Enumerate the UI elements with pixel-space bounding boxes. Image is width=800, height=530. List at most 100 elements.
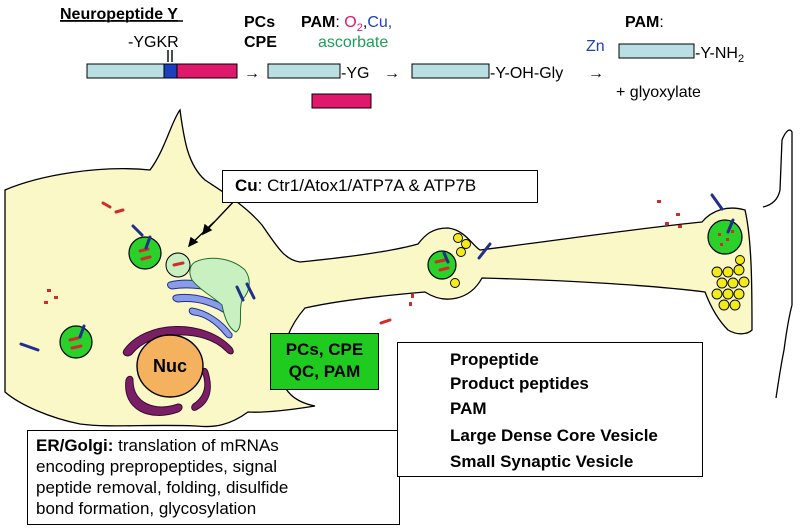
enzymes-line-1: PCs, CPE xyxy=(285,340,364,359)
product-mark xyxy=(657,200,661,203)
product-mark xyxy=(411,294,414,298)
ldcv-soma-2 xyxy=(59,325,93,359)
product-mark xyxy=(665,222,669,225)
ssv xyxy=(738,276,750,288)
pam-mark xyxy=(19,342,40,352)
propeptide-mark xyxy=(101,201,112,209)
propeptide-mark xyxy=(379,318,392,325)
propeptide-mark xyxy=(114,208,125,214)
ldcv-soma-1 xyxy=(128,236,162,270)
pathway-arrow-1: → xyxy=(244,65,260,82)
ygkr-block xyxy=(163,63,178,79)
ldcv-terminal xyxy=(707,219,743,255)
ssv xyxy=(450,278,460,288)
propeptide-mark xyxy=(138,247,150,253)
er-golgi-description: ER/Golgi: translation of mRNAs encoding … xyxy=(27,430,400,525)
er-sheet-2 xyxy=(125,375,183,416)
ssv xyxy=(461,239,471,249)
cu-transport-text: : Ctr1/Atox1/ATP7A & ATP7B xyxy=(257,176,477,195)
ssv xyxy=(456,247,466,257)
cu-transport-label: Cu xyxy=(235,176,258,195)
ssv xyxy=(722,288,734,300)
axon-terminal-outline xyxy=(762,129,793,399)
product-mark xyxy=(726,238,729,241)
cu-arrowhead-2 xyxy=(187,236,199,248)
nucleus-label: Nuc xyxy=(153,356,187,376)
pam-mark xyxy=(78,324,86,339)
ssv-cluster xyxy=(450,233,750,311)
step3-enzyme: PAM: xyxy=(625,14,664,31)
legend-product-peptides: Product peptides xyxy=(450,374,589,393)
nucleus xyxy=(136,334,204,398)
propeptide-mark xyxy=(172,261,185,267)
c-terminal-peptide-bar xyxy=(176,63,238,79)
enzymes-line-2: QC, PAM xyxy=(288,362,361,381)
cu-transport-box: Cu: Ctr1/Atox1/ATP7A & ATP7B xyxy=(222,170,538,203)
product-yg: -YG xyxy=(341,65,369,82)
ssv xyxy=(729,299,741,311)
pam-mark xyxy=(144,235,152,250)
cleaved-peptide-bar xyxy=(311,93,372,109)
product-mark xyxy=(718,233,721,236)
legend: Propeptide Product peptides PAM Large De… xyxy=(397,342,703,477)
propeptide-marks xyxy=(68,201,450,350)
er-golgi-line: bond formation, glycosylation xyxy=(36,499,257,518)
golgi-vesicle-cluster xyxy=(189,257,250,333)
neuron: Nuc xyxy=(4,108,793,428)
enzymes-box: PCs, CPE QC, PAM xyxy=(270,333,379,390)
processing-pathway: Neuropeptide Y -YGKR → PCs CPE -YG PAM: … xyxy=(60,6,744,109)
ssv xyxy=(453,233,463,243)
pathway-arrow-2: → xyxy=(384,65,400,82)
product-mark xyxy=(47,289,51,292)
product-peptide-marks xyxy=(44,200,734,306)
legend-ssv: Small Synaptic Vesicle xyxy=(450,452,634,471)
amidated-bar xyxy=(618,43,695,59)
precursor-bar xyxy=(86,63,165,79)
product-mark xyxy=(409,302,412,306)
ssv xyxy=(711,288,723,300)
ssv xyxy=(733,264,745,276)
ssv xyxy=(722,266,734,278)
product-mark xyxy=(44,301,48,304)
er-golgi-line: encoding prepropeptides, signal xyxy=(36,457,278,476)
legend-propeptide: Propeptide xyxy=(450,350,539,369)
er-golgi-line: peptide removal, folding, disulfide xyxy=(36,478,289,497)
ssv xyxy=(735,255,745,265)
product-mark xyxy=(678,225,682,228)
step2-cofactors: PAM: O2,Cu, xyxy=(301,14,392,34)
ssv xyxy=(711,266,723,278)
pathway-title: Neuropeptide Y xyxy=(60,6,178,23)
ygkr-label: -YGKR xyxy=(128,34,179,51)
step1-enzyme-pcs: PCs xyxy=(244,14,275,31)
er-sheet-1 xyxy=(122,326,234,357)
er-golgi-line: translation of mRNAs xyxy=(113,436,279,455)
pam-mark xyxy=(235,285,245,302)
pam-mark xyxy=(131,224,144,237)
ssv xyxy=(718,299,730,311)
pam-mark xyxy=(726,218,735,234)
step3-zinc: Zn xyxy=(586,38,605,55)
intermediate-bar-2 xyxy=(411,63,490,79)
ssv xyxy=(716,277,728,289)
product-mark xyxy=(731,230,734,233)
product-mark xyxy=(676,213,680,216)
propeptide-mark xyxy=(140,255,152,261)
legend-ldcv: Large Dense Core Vesicle xyxy=(450,426,658,445)
pam-mark xyxy=(245,282,256,300)
propeptide-mark xyxy=(434,258,447,264)
propeptide-mark xyxy=(68,336,80,342)
er-golgi-label: ER/Golgi: xyxy=(36,436,114,455)
ssv xyxy=(727,277,739,289)
propeptide-mark xyxy=(438,266,450,272)
step2-ascorbate: ascorbate xyxy=(318,34,388,51)
intermediate-bar-1 xyxy=(267,63,341,79)
product-mark xyxy=(54,296,58,299)
pathway-arrow-3: → xyxy=(588,65,604,82)
golgi-cisterna-3 xyxy=(188,307,233,339)
glyoxylate-byproduct: + glyoxylate xyxy=(616,84,701,101)
pam-mark xyxy=(710,193,724,211)
product-y-oh-gly: -Y-OH-Gly xyxy=(490,65,563,82)
pam-marks xyxy=(19,193,735,352)
legend-pam: PAM xyxy=(450,399,487,418)
